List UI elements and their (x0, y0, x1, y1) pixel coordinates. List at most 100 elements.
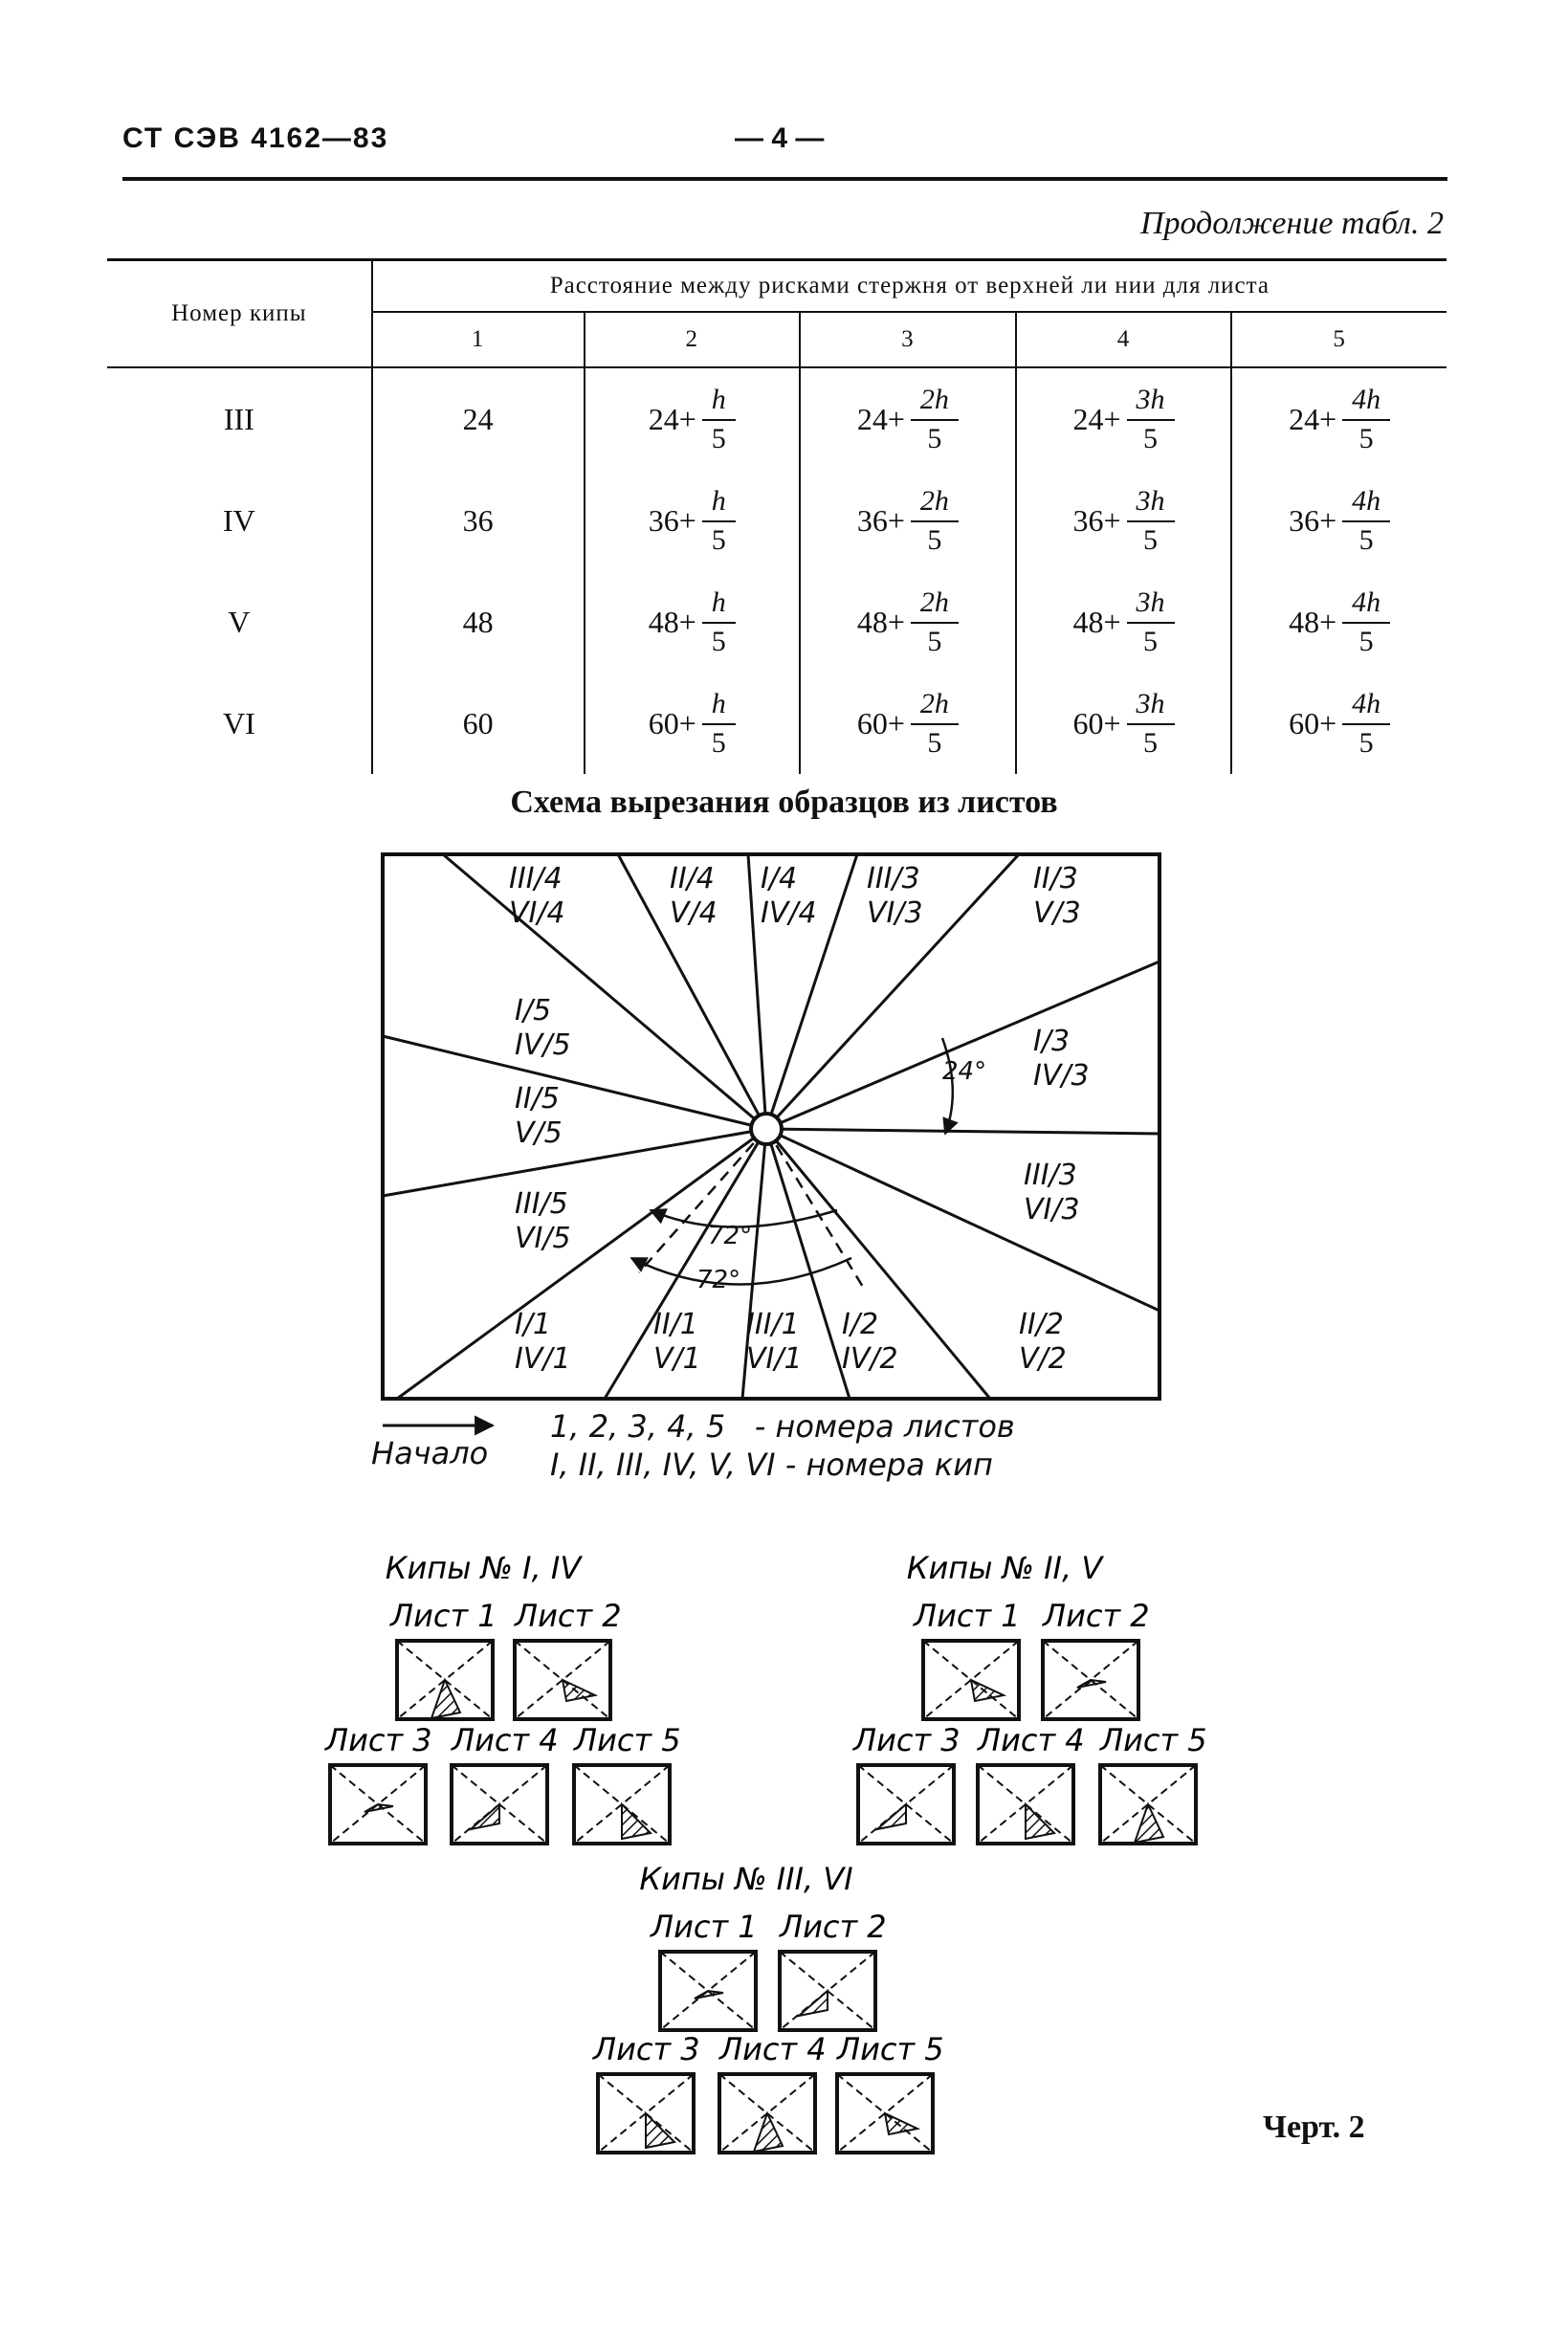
cut-line (764, 1128, 851, 1400)
formula-denominator: 5 (927, 626, 942, 657)
sheet-number-2: 2 (583, 312, 801, 368)
sheet-label: Лист 2 (1042, 1598, 1150, 1634)
sheet-number-3: 3 (799, 312, 1016, 368)
sheet-diagram (778, 1950, 877, 2032)
formula-numerator: 3h (1126, 685, 1175, 725)
formula-base: 48+ (1289, 604, 1337, 639)
base-distance: 60 (370, 673, 585, 774)
sheet-label: Лист 1 (650, 1909, 758, 1945)
formula-denominator: 5 (1143, 423, 1158, 454)
sector-label: V/2 (1019, 1342, 1067, 1376)
angle-label-72b: 72° (696, 1266, 740, 1294)
sheet-diagram (921, 1639, 1021, 1721)
formula-numerator: h (701, 381, 736, 421)
formula-numerator: 4h (1342, 381, 1391, 421)
formula-base: 60+ (1072, 705, 1121, 740)
formula-denominator: 5 (711, 524, 726, 556)
formula-numerator: 2h (910, 381, 959, 421)
formula-denominator: 5 (1358, 524, 1374, 556)
sector-label: V/3 (1033, 896, 1081, 930)
sheet-label: Лист 2 (779, 1909, 887, 1945)
sheet-number-5: 5 (1230, 312, 1447, 368)
sector-label: II/1 (653, 1308, 698, 1341)
bale-number: III (223, 401, 254, 436)
formula-denominator: 5 (711, 727, 726, 759)
sector-label: IV/5 (515, 1028, 571, 1062)
legend-bales: I, II, III, IV, V, VI - номера кип (550, 1447, 993, 1483)
page-header: СТ СЭВ 4162—83 — 4 — (122, 122, 1462, 161)
angle-label-72a: 72° (708, 1222, 752, 1250)
formula-numerator: 2h (910, 482, 959, 522)
sector-label: I/3 (1033, 1025, 1070, 1058)
sheet-outline (381, 852, 1161, 1401)
cut-line (746, 853, 768, 1130)
angle-arc-72b (629, 1256, 852, 1286)
sheet-label: Лист 3 (592, 2031, 700, 2067)
sector-label: I/5 (515, 994, 551, 1027)
cut-line (382, 1034, 767, 1131)
formula-base: 24+ (1289, 401, 1337, 436)
cut-line (765, 960, 1160, 1131)
base-distance: 48 (370, 571, 585, 673)
formula-numerator: 4h (1342, 685, 1391, 725)
sheet-diagram (856, 1763, 956, 1845)
sector-label: V/4 (670, 896, 718, 930)
group-title: Кипы № I, IV (386, 1550, 584, 1586)
cut-line (740, 1128, 768, 1400)
sheet-diagram (718, 2072, 817, 2154)
sheet-label: Лист 2 (514, 1598, 622, 1634)
formula-numerator: h (701, 685, 736, 725)
cut-line (442, 852, 767, 1131)
cut-line (764, 853, 859, 1130)
base-distance: 36 (370, 470, 585, 571)
formula-numerator: 3h (1126, 482, 1175, 522)
sheet-diagram (395, 1639, 495, 1721)
bale-number: VI (222, 705, 255, 740)
sector-label: I/1 (515, 1308, 551, 1341)
sector-label: IV/2 (842, 1342, 898, 1376)
angle-arc-24 (940, 1037, 959, 1136)
col-group-header: Расстояние между рисками стержня от верх… (370, 258, 1447, 313)
angle-guides (638, 1128, 868, 1293)
sheet-diagram (328, 1763, 428, 1845)
formula-base: 48+ (856, 604, 905, 639)
formula-base: 36+ (1072, 502, 1121, 538)
cut-line (765, 1127, 1160, 1313)
formula-denominator: 5 (927, 524, 942, 556)
sheet-diagram (1098, 1763, 1198, 1845)
angle-arc-72a (649, 1208, 838, 1228)
sector-label: V/5 (515, 1116, 563, 1150)
formula-base: 36+ (856, 502, 905, 538)
sector-label: III/3 (867, 862, 920, 895)
bale-number: IV (222, 502, 255, 538)
sector-label: IV/3 (1033, 1059, 1090, 1093)
col-bale-header: Номер кипы (107, 258, 372, 368)
sheet-diagram (658, 1950, 758, 2032)
sector-label: VI/4 (509, 896, 565, 930)
sector-label: IV/1 (515, 1342, 571, 1376)
sector-label: II/5 (515, 1082, 560, 1116)
formula-base: 36+ (648, 502, 696, 538)
sector-label: VI/1 (746, 1342, 803, 1376)
cut-line (396, 1127, 767, 1401)
distance-table: Номер кипы Расстояние между рисками стер… (107, 258, 1447, 774)
scheme-title: Схема вырезания образцов из листов (510, 784, 1058, 820)
sheet-label: Лист 4 (977, 1722, 1085, 1758)
page-number: — 4 — (735, 122, 825, 154)
formula-base: 36+ (1289, 502, 1337, 538)
formula-denominator: 5 (711, 423, 726, 454)
